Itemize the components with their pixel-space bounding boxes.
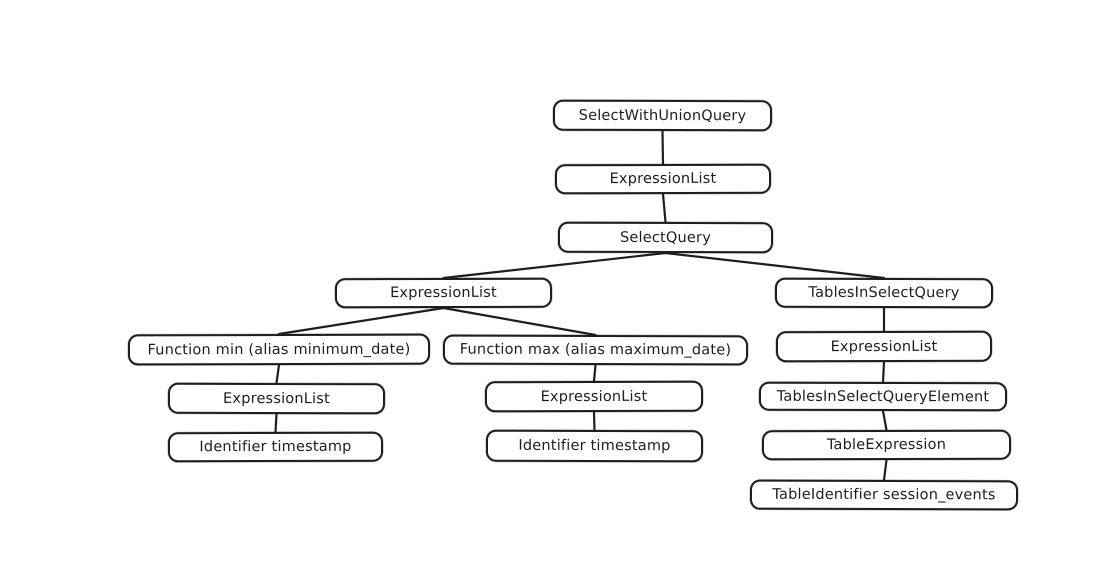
- tree-edge-expression-list-tables-to-tables-in-select-query-element: [881, 360, 886, 384]
- tree-node-expression-list-tables: ExpressionList: [775, 330, 993, 363]
- tree-node-select-with-union-query: SelectWithUnionQuery: [552, 99, 773, 132]
- tree-edge-select-with-union-query-to-expression-list-root: [661, 129, 665, 166]
- tree-edge-table-expression-to-table-identifier-session-events: [882, 458, 888, 482]
- tree-edge-expression-list-min-to-identifier-timestamp-min: [274, 412, 278, 434]
- tree-node-expression-list-root: ExpressionList: [554, 163, 772, 195]
- tree-node-tables-in-select-query-element: TablesInSelectQueryElement: [758, 381, 1008, 412]
- tree-edge-function-min-to-expression-list-min: [275, 363, 281, 385]
- tree-edge-expression-list-root-to-select-query: [661, 192, 667, 224]
- tree-node-expression-list-max: ExpressionList: [484, 380, 704, 413]
- tree-edge-select-query-to-expression-list-select: [442, 251, 667, 280]
- tree-node-table-expression: TableExpression: [761, 429, 1012, 461]
- tree-edge-select-query-to-tables-in-select-query: [664, 251, 886, 280]
- tree-node-expression-list-select: ExpressionList: [334, 277, 553, 309]
- tree-edge-expression-list-max-to-identifier-timestamp-max: [592, 410, 596, 432]
- tree-edge-function-max-to-expression-list-max: [592, 363, 597, 383]
- tree-node-identifier-timestamp-min: Identifier timestamp: [167, 431, 384, 463]
- tree-edge-tables-in-select-query-element-to-table-expression: [881, 409, 888, 432]
- tree-node-function-max: Function max (alias maximum_date): [442, 334, 749, 366]
- tree-node-tables-in-select-query: TablesInSelectQuery: [774, 277, 994, 309]
- tree-node-identifier-timestamp-max: Identifier timestamp: [485, 429, 704, 463]
- tree-node-table-identifier-session-events: TableIdentifier session_events: [749, 479, 1019, 511]
- tree-edge-expression-list-select-to-function-max: [442, 306, 597, 337]
- tree-node-function-min: Function min (alias minimum_date): [127, 333, 431, 366]
- tree-node-select-query: SelectQuery: [557, 221, 774, 254]
- tree-node-expression-list-min: ExpressionList: [167, 382, 386, 415]
- tree-edge-expression-list-select-to-function-min: [277, 306, 445, 336]
